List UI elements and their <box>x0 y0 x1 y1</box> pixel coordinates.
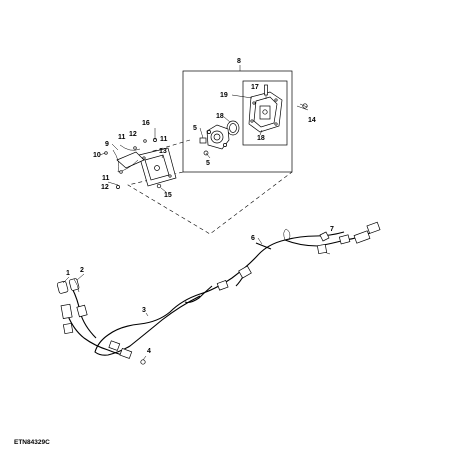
callout-4: 4 <box>147 348 151 355</box>
callout-15: 15 <box>164 192 172 199</box>
callout-11b: 11 <box>160 136 168 143</box>
callout-5a: 5 <box>193 125 197 132</box>
o-ring <box>226 120 240 136</box>
assembly-8-box <box>182 65 293 173</box>
connector-2 <box>68 278 80 293</box>
callout-9: 9 <box>105 141 109 148</box>
mounting-bracket <box>104 128 177 189</box>
callout-18b: 18 <box>257 135 265 142</box>
sensor-6 <box>255 242 272 250</box>
callout-18a: 18 <box>216 113 224 120</box>
connector-1 <box>56 280 69 294</box>
clip-7 <box>319 231 330 242</box>
callout-7: 7 <box>330 226 334 233</box>
callout-19: 19 <box>220 92 228 99</box>
callout-3: 3 <box>142 307 146 314</box>
callout-10: 10 <box>93 152 101 159</box>
callout-12b: 12 <box>101 184 109 191</box>
callout-14: 14 <box>308 117 316 124</box>
callout-6: 6 <box>251 235 255 242</box>
leader-lines <box>62 94 263 317</box>
callout-1: 1 <box>66 270 70 277</box>
callout-5b: 5 <box>206 160 210 167</box>
callout-11c: 11 <box>102 175 110 182</box>
housing <box>199 124 230 156</box>
figure-id: ETN84329C <box>14 439 50 446</box>
callout-8: 8 <box>237 58 241 65</box>
callout-labels: 1 2 3 4 5 5 6 7 8 9 10 11 11 11 12 12 13… <box>66 58 334 355</box>
callout-2: 2 <box>80 267 84 274</box>
callout-12a: 12 <box>129 131 137 138</box>
fastener-4 <box>140 355 147 365</box>
screw-14 <box>296 103 309 111</box>
callout-11a: 11 <box>118 134 126 141</box>
callout-16: 16 <box>142 120 150 127</box>
callout-17: 17 <box>251 84 259 91</box>
wiring-harness <box>60 221 381 359</box>
callout-13: 13 <box>159 148 167 155</box>
cover-plate <box>248 84 283 133</box>
